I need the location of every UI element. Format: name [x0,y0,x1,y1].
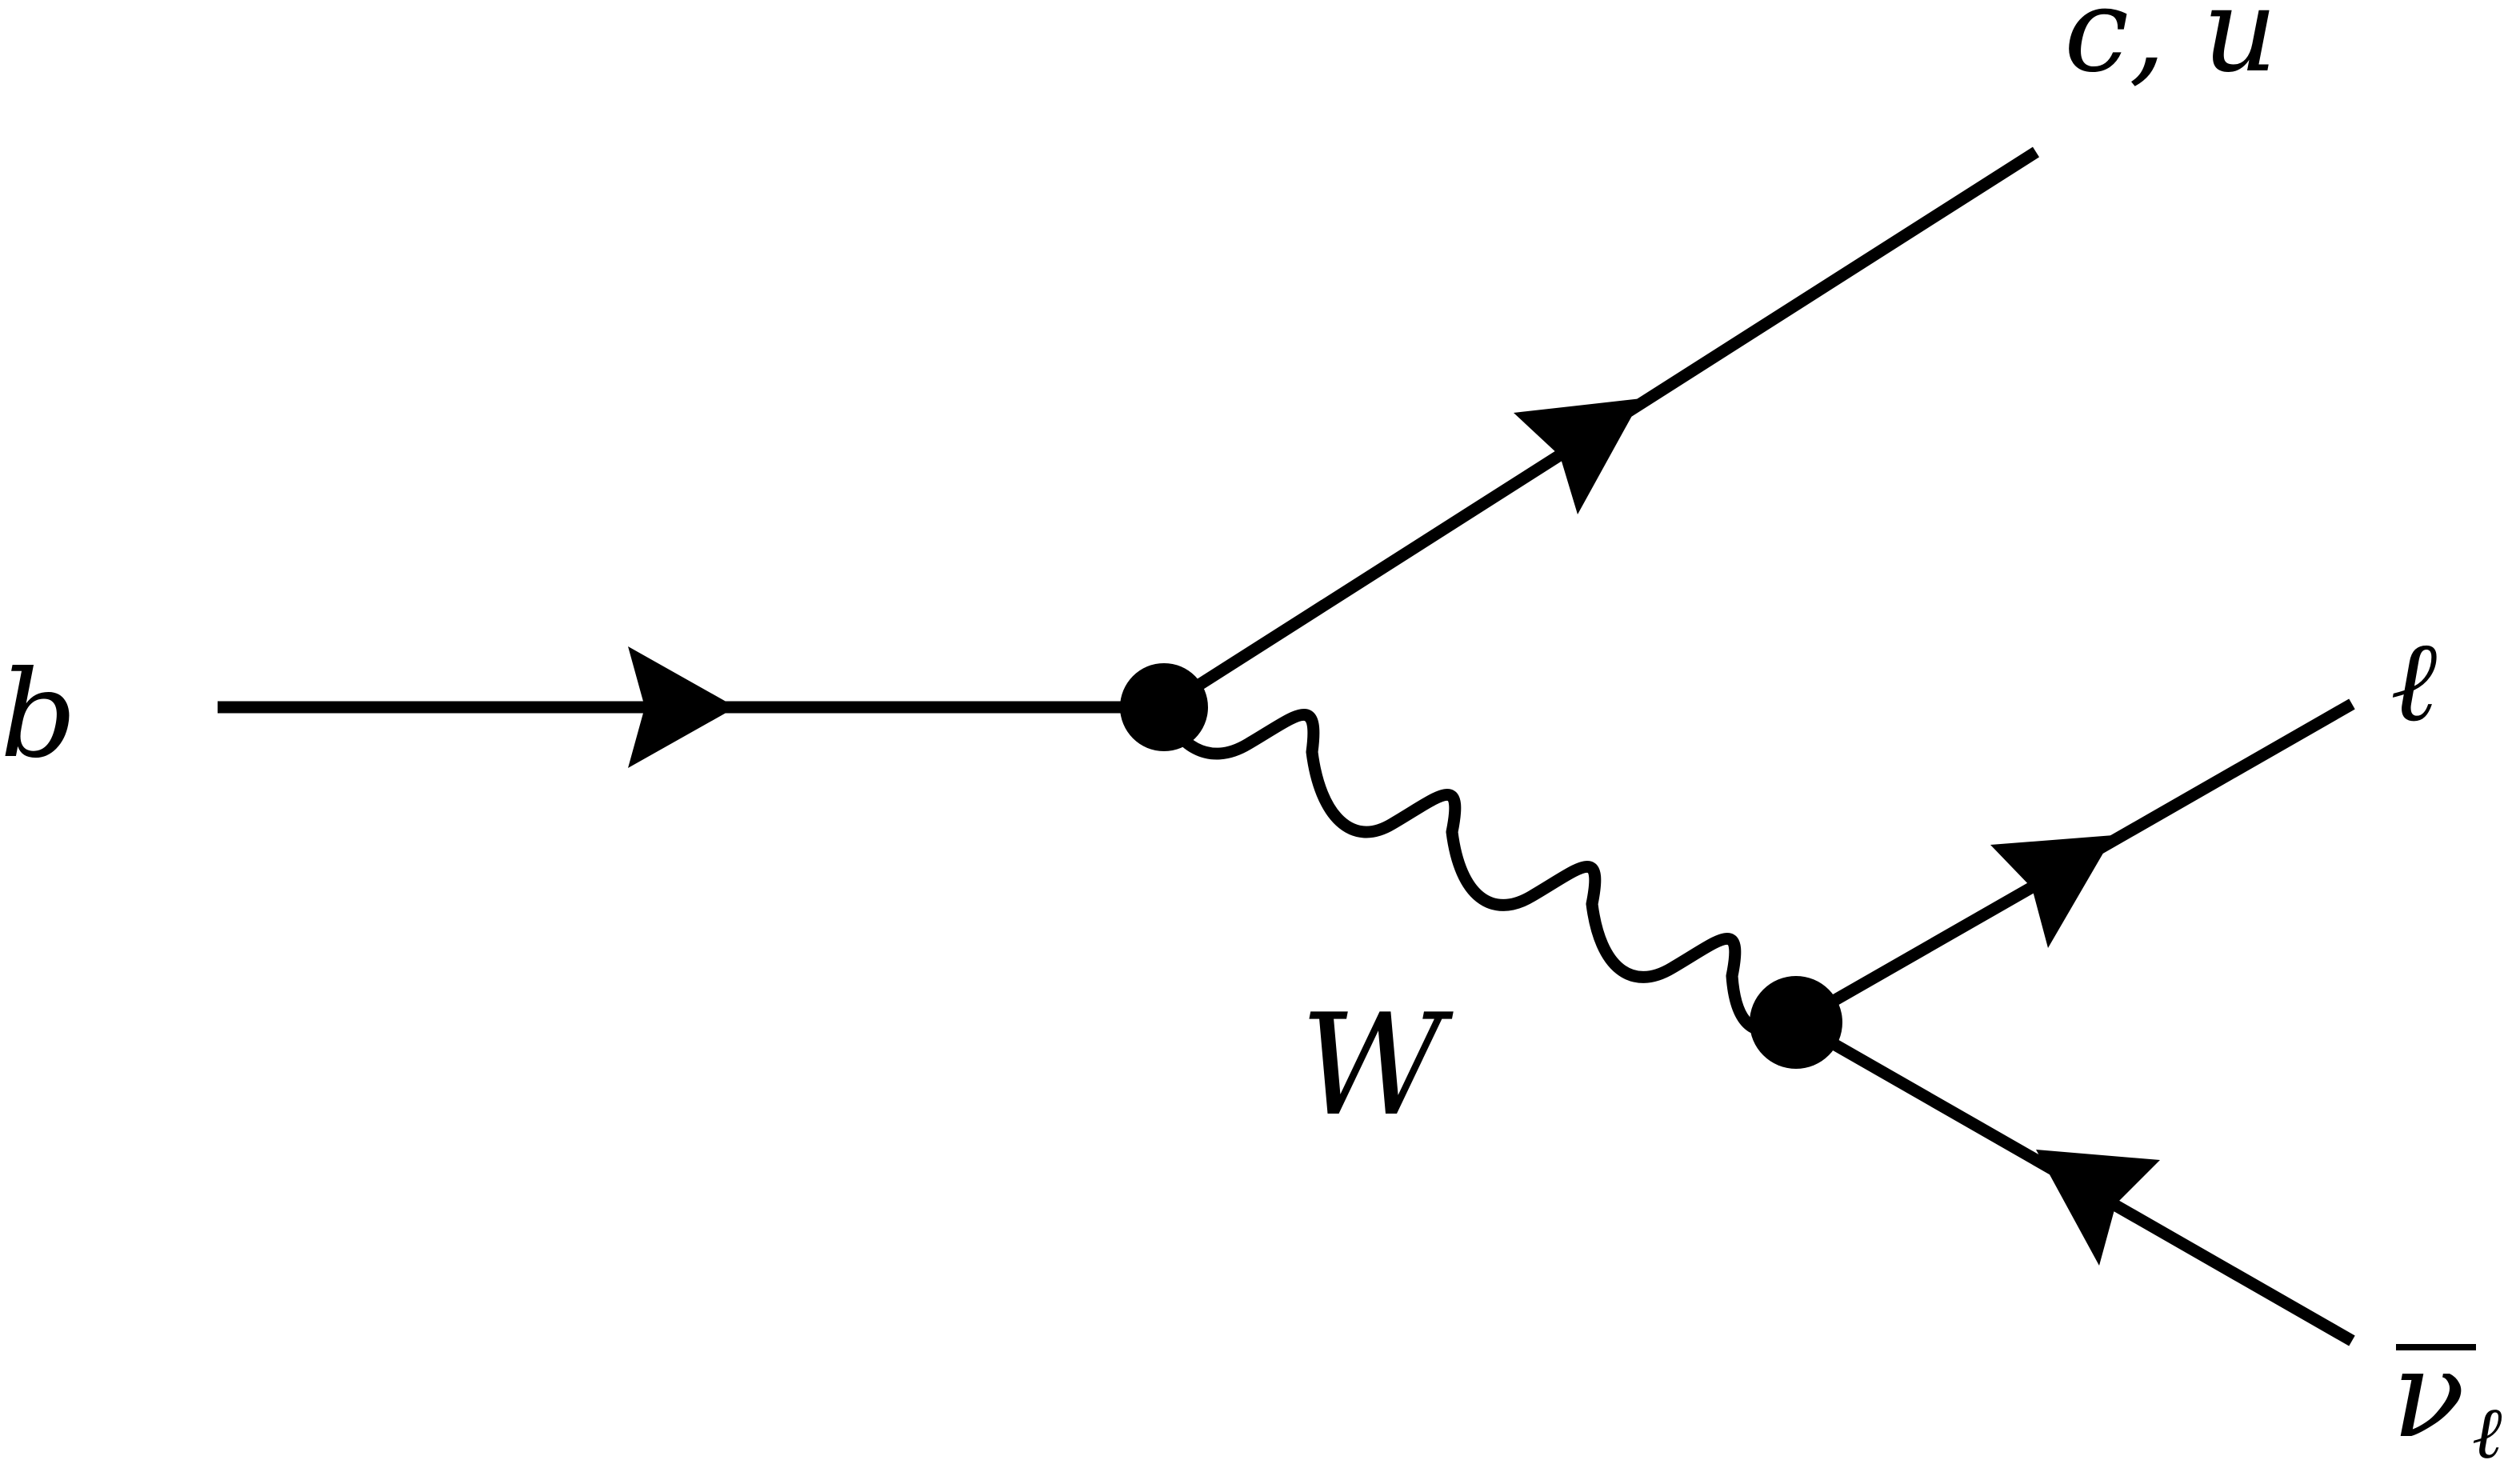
lepton-vertex-icon [1750,976,1842,1069]
antineutrino-arrow-icon [2036,1150,2160,1266]
quark-vertex-icon [1120,663,1208,751]
incoming-b-arrow-icon [628,646,736,768]
label-c-u: c, u [2064,0,2278,98]
label-antineutrino-subscript: ℓ [2472,1391,2502,1464]
w-boson-wavy-line [1158,701,1802,1037]
label-w: W [1300,985,1454,1147]
label-lepton: ℓ [2390,617,2437,747]
label-b: b [0,646,77,785]
outgoing-quark-arrow-icon [1514,398,1642,514]
lepton-arrow-icon [1990,835,2114,948]
label-antineutrino: ν [2392,1326,2465,1464]
